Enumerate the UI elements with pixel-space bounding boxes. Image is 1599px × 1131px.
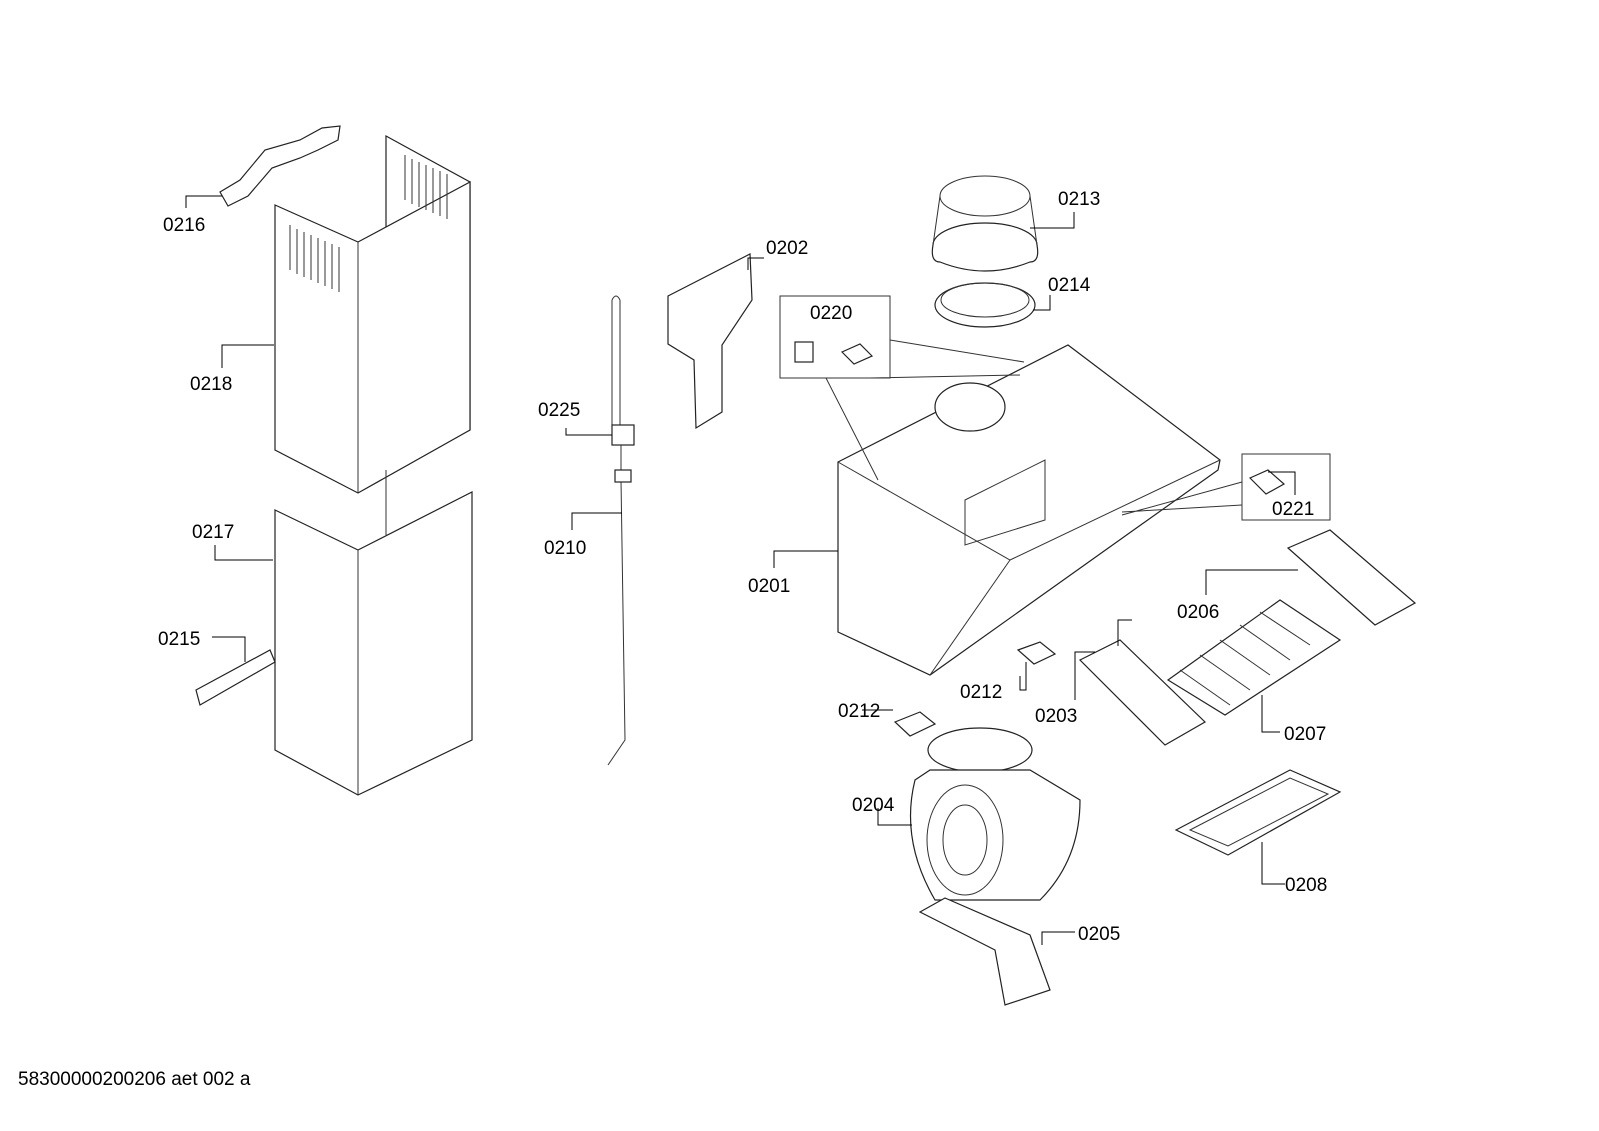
label-0218[interactable]: 0218: [190, 374, 232, 395]
part-0207-carbon-filter: [1166, 599, 1342, 716]
part-0210-cable-rod: [607, 295, 635, 766]
leader-lines: [185, 195, 1298, 945]
label-0225[interactable]: 0225: [538, 400, 580, 421]
label-0204[interactable]: 0204: [852, 795, 895, 816]
part-0204-blower-fan: [909, 727, 1081, 901]
part-0212-switch: [893, 641, 1057, 737]
part-0215-rail: [195, 649, 276, 706]
part-0203-filter-bracket: [1078, 639, 1206, 746]
label-0202[interactable]: 0202: [766, 238, 808, 259]
part-0201-hood-body: [837, 344, 1221, 676]
label-0213[interactable]: 0213: [1058, 189, 1100, 210]
label-0214[interactable]: 0214: [1048, 275, 1091, 296]
label-0205[interactable]: 0205: [1078, 924, 1120, 945]
label-0221[interactable]: 0221: [1272, 499, 1314, 520]
label-0210[interactable]: 0210: [544, 538, 586, 559]
label-0212[interactable]: 0212: [960, 682, 1002, 703]
part-0216-bracket: [219, 125, 341, 207]
label-0208[interactable]: 0208: [1285, 875, 1327, 896]
part-0217-lower-chimney-cover: [274, 470, 473, 796]
label-0212[interactable]: 0212: [838, 701, 880, 722]
label-0220[interactable]: 0220: [810, 303, 852, 324]
drawing-code: 58300000200206 aet 002 a: [18, 1069, 251, 1090]
part-0214-flap-ring: [934, 282, 1036, 328]
part-0220-detail-box: [779, 295, 1025, 481]
label-0206[interactable]: 0206: [1177, 602, 1219, 623]
label-0203[interactable]: 0203: [1035, 706, 1077, 727]
part-0202-mounting-plate: [667, 253, 753, 430]
part-0205-fan-bracket: [918, 897, 1051, 1006]
part-0221-detail-box: [1121, 453, 1331, 521]
part-0213-duct-ring: [931, 175, 1039, 272]
label-0207[interactable]: 0207: [1284, 724, 1326, 745]
part-0206-filter-bracket: [1286, 529, 1417, 626]
part-0218-upper-chimney-cover: [274, 134, 471, 494]
label-0216[interactable]: 0216: [163, 215, 205, 236]
part-0208-grease-filter: [1174, 769, 1342, 856]
label-0201[interactable]: 0201: [748, 576, 790, 597]
label-0215[interactable]: 0215: [158, 629, 200, 650]
label-0217[interactable]: 0217: [192, 522, 234, 543]
